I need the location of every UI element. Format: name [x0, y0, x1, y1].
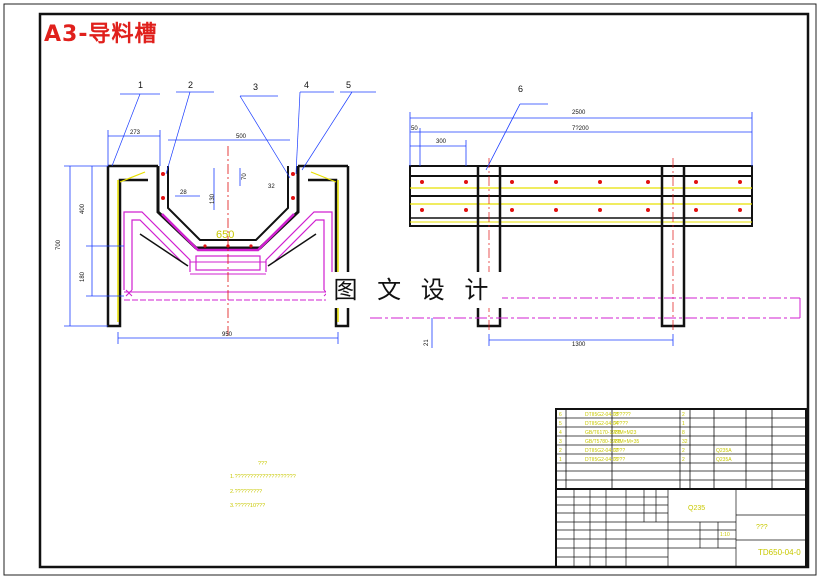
dim-180: 180 — [80, 271, 86, 282]
notes-line-2: 2.????????? — [230, 489, 262, 495]
technical-notes: ??? 1.???????????????????? 2.????????? 3… — [230, 461, 296, 509]
inner-frame — [38, 12, 810, 569]
bom-cell-name: ???? — [614, 448, 625, 454]
dim-500: 500 — [236, 134, 247, 140]
bom-cell-code: DTII5G2-04-02 — [585, 448, 619, 454]
watermark: 图 文 设 计 — [326, 272, 502, 308]
dim-130: 130 — [210, 193, 216, 204]
callout-4: 4 — [304, 80, 309, 90]
bom-cell-no: 2 — [559, 448, 562, 454]
callout-1: 1 — [138, 80, 143, 90]
bom-cell-code: DTII5G2-04-04 — [585, 421, 619, 427]
front-view: 1 2 3 4 5 273 500 950 700 400 180 28 130… — [56, 80, 376, 344]
bom-cell-name: ??M×M23 — [614, 430, 637, 436]
bom-cell-no: 1 — [559, 457, 562, 463]
bom-cell-name: ???? — [614, 457, 625, 463]
dim-1300: 1300 — [572, 342, 586, 348]
title-drawing-no: TD650-04-0 — [758, 548, 801, 557]
belt-width-label: 650 — [216, 229, 234, 241]
title-scale: 1:10 — [720, 532, 730, 538]
bom-cell-no: 5 — [559, 421, 562, 427]
dim-7200: 7?200 — [572, 126, 589, 132]
bom-cell-name: ?????? — [614, 412, 631, 418]
title-name: ??? — [756, 524, 768, 531]
dim-32: 32 — [268, 184, 275, 190]
bom-cell-qty: 2 — [682, 457, 685, 463]
bom-cell-code: DTII5G2-04-03 — [585, 412, 619, 418]
bom-cell-qty: 1 — [682, 421, 685, 427]
dim-950: 950 — [222, 332, 233, 338]
bom-cell-code: GB/T6170-1986 — [585, 430, 621, 436]
title-material: Q235 — [688, 505, 705, 512]
dim-300: 300 — [436, 139, 447, 145]
bom-cell-name: ????? — [614, 421, 628, 427]
bom-cell-no: 3 — [559, 439, 562, 445]
dim-700: 700 — [56, 239, 62, 250]
dim-273: 273 — [130, 130, 141, 136]
bill-of-materials: 6 DTII5G2-04-03?????? 2 5 DTII5G2-04-04?????… — [555, 408, 807, 490]
bom-cell-code: DTII5G2-04-01 — [585, 457, 619, 463]
bom-cell-qty: 8 — [682, 430, 685, 436]
bom-cell-qty: 2 — [682, 448, 685, 454]
bom-cell-no: 4 — [559, 430, 562, 436]
bom-rows: 6 DTII5G2-04-03?????? 2 5 DTII5G2-04-04?????… — [559, 412, 732, 463]
dim-21: 21 — [424, 339, 430, 346]
bom-cell-qty: 2 — [682, 412, 685, 418]
bom-cell-material: Q235A — [716, 448, 732, 454]
notes-line-1: 1.???????????????????? — [230, 474, 296, 480]
side-view: 6 2500 7?200 50 300 1300 21 — [370, 84, 801, 348]
outer-frame — [3, 3, 817, 576]
dim-400: 400 — [80, 203, 86, 214]
notes-line-3: 3.?????10??? — [230, 503, 265, 509]
callout-6: 6 — [518, 84, 523, 94]
bom-cell-code: GB/T5780-1986 — [585, 439, 621, 445]
bom-cell-qty: 32 — [682, 439, 688, 445]
dim-70: 70 — [242, 173, 248, 180]
bom-cell-material: Q235A — [716, 457, 732, 463]
bom-cell-name: ??M×M×35 — [614, 439, 640, 445]
title-block: Q235 ??? TD650-04-0 1:10 — [555, 488, 807, 568]
bom-cell-no: 6 — [559, 412, 562, 418]
callout-5: 5 — [346, 80, 351, 90]
callout-3: 3 — [253, 82, 258, 92]
dim-2500: 2500 — [572, 110, 586, 116]
dim-50: 50 — [411, 126, 418, 132]
notes-heading: ??? — [258, 461, 267, 467]
dim-28: 28 — [180, 190, 187, 196]
callout-2: 2 — [188, 80, 193, 90]
drawing-title: A3-导料槽 — [44, 22, 158, 47]
